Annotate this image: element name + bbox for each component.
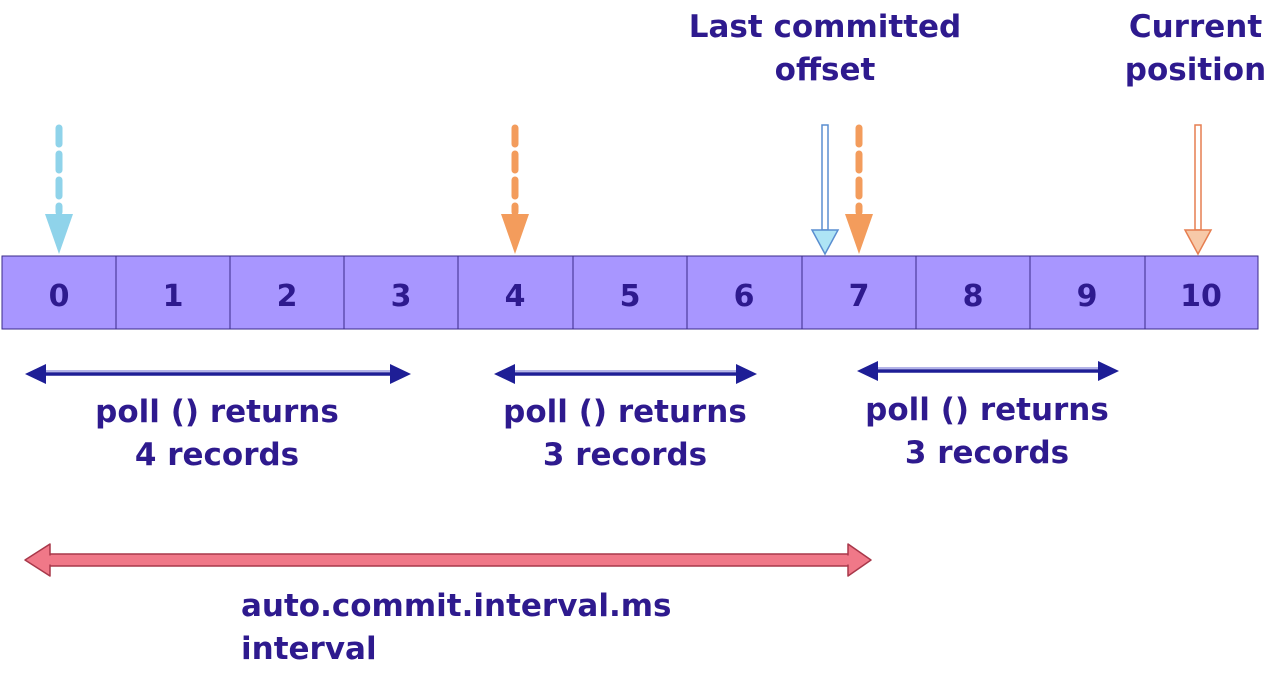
poll-start-arrow-7	[845, 124, 873, 254]
interval-arrow	[24, 543, 872, 577]
offset-cell-7	[801, 255, 917, 330]
offset-number-6: 6	[734, 279, 755, 314]
offset-number-0: 0	[49, 279, 70, 314]
poll-label-3-line-1: poll () returns	[865, 392, 1109, 428]
poll-start-arrow-0	[45, 124, 73, 254]
offset-cell-3	[343, 255, 459, 330]
offset-cell-0	[1, 255, 117, 330]
offset-cell-4	[457, 255, 574, 330]
poll-label-1: poll () returns 4 records	[82, 391, 352, 477]
poll-start-arrow-4	[501, 124, 529, 254]
offset-cell-1	[115, 255, 231, 330]
poll-label-2-line-2: 3 records	[542, 437, 708, 473]
offset-cell-9	[1029, 255, 1146, 330]
offset-number-7: 7	[849, 279, 870, 314]
poll-range-arrow-3	[857, 361, 1119, 381]
poll-label-2-line-1: poll () returns	[503, 394, 747, 430]
offset-cell-8	[915, 255, 1031, 330]
poll-range-arrow-2	[494, 364, 757, 384]
poll-label-3-line-2: 3 records	[904, 435, 1070, 471]
current-position-line-2: position	[1124, 52, 1267, 88]
interval-label-line-2: interval	[241, 631, 377, 667]
offset-number-10: 10	[1180, 279, 1222, 314]
last-committed-offset-line-2: offset	[774, 52, 876, 88]
current-position-line-1: Current	[1128, 9, 1263, 45]
poll-label-1-line-2: 4 records	[134, 437, 300, 473]
current-position-arrow	[1183, 124, 1213, 256]
last-committed-arrow	[810, 124, 840, 256]
interval-label: auto.commit.interval.ms interval	[241, 585, 672, 671]
poll-label-1-line-1: poll () returns	[95, 394, 339, 430]
offset-number-8: 8	[963, 279, 984, 314]
offset-number-3: 3	[391, 279, 412, 314]
offset-cells	[1, 255, 1259, 330]
interval-label-line-1: auto.commit.interval.ms	[241, 588, 672, 624]
offset-number-5: 5	[620, 279, 641, 314]
offset-cell-6	[686, 255, 803, 330]
last-committed-offset-label: Last committed offset	[670, 6, 980, 92]
offset-number-1: 1	[163, 279, 184, 314]
offset-numbers: 0 1 2 3 4 5 6 7 8 9 10	[49, 279, 1222, 314]
last-committed-offset-line-1: Last committed	[688, 9, 962, 45]
offset-cell-5	[572, 255, 688, 330]
offset-number-9: 9	[1077, 279, 1098, 314]
poll-label-2: poll () returns 3 records	[490, 391, 760, 477]
offset-cell-2	[229, 255, 345, 330]
offset-number-2: 2	[277, 279, 298, 314]
poll-label-3: poll () returns 3 records	[852, 389, 1122, 475]
poll-range-arrow-1	[25, 364, 411, 384]
offset-cell-10	[1144, 255, 1259, 330]
offset-number-4: 4	[505, 279, 526, 314]
current-position-label: Current position	[1122, 6, 1269, 92]
